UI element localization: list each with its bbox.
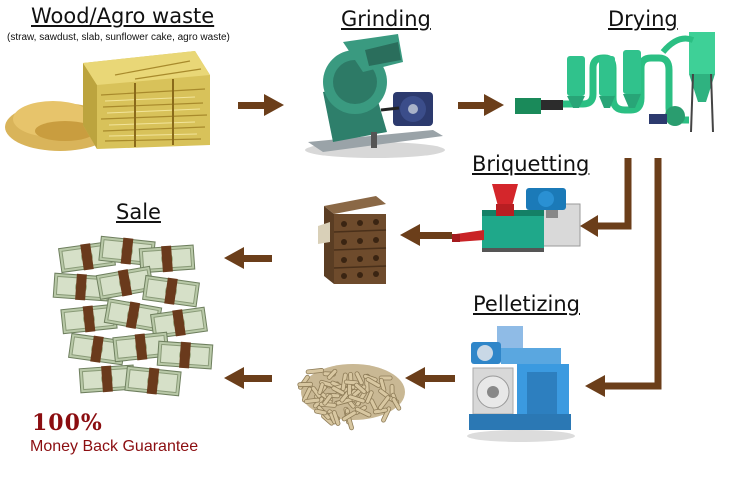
- arrow-briquetting-to-briquettes: [400, 222, 452, 248]
- dryer-machine-icon: [513, 28, 728, 136]
- pellet-pile-icon: [298, 342, 408, 422]
- straw-bale-icon: [5, 45, 215, 155]
- sale-title: Sale: [116, 200, 161, 224]
- grinding-title: Grinding: [341, 7, 431, 31]
- pelletizing-title: Pelletizing: [473, 292, 580, 316]
- arrow-waste-to-grinding: [238, 92, 286, 118]
- pellet-mill-icon: [463, 322, 581, 442]
- arrow-drying-to-pelletizing: [585, 158, 663, 394]
- arrow-pelletizing-to-pellets: [405, 365, 455, 391]
- briquette-machine-icon: [452, 176, 582, 258]
- guarantee-percent: 100%: [32, 410, 103, 436]
- money-stack-icon: [40, 225, 220, 410]
- guarantee-text: Money Back Guarantee: [30, 438, 198, 456]
- arrow-briquettes-to-sale: [224, 245, 272, 271]
- waste-title: Wood/Agro waste: [31, 4, 214, 28]
- arrow-grinding-to-drying: [458, 92, 506, 118]
- waste-subtitle: (straw, sawdust, slab, sunflower cake, a…: [7, 32, 230, 43]
- briquette-stack-icon: [316, 192, 388, 286]
- arrow-pellets-to-sale: [224, 365, 272, 391]
- grinder-machine-icon: [303, 32, 448, 160]
- briquetting-title: Briquetting: [472, 152, 589, 176]
